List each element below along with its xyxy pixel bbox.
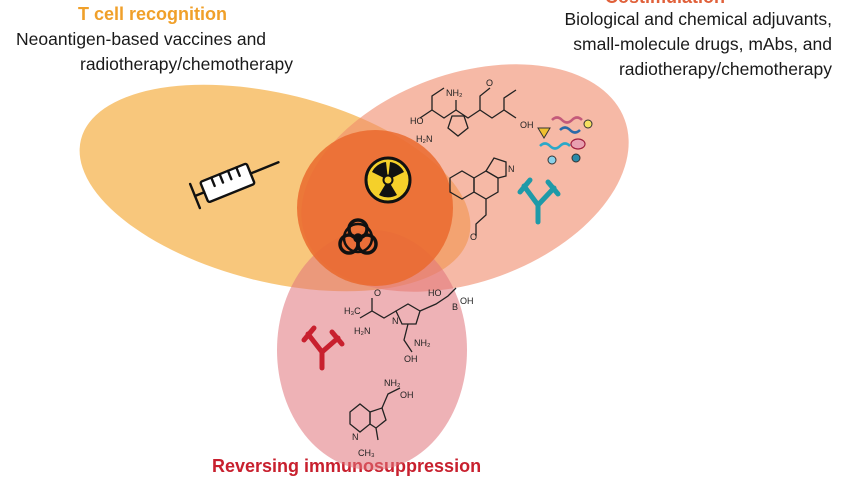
costimulation-title: Costimulation — [605, 0, 725, 8]
label-ho: HO — [410, 116, 424, 126]
label-ho-2: HO — [428, 288, 442, 298]
label-nh2-2: NH₂ — [414, 338, 431, 348]
biohazard-icon — [338, 218, 378, 255]
costim-molecule-2 — [449, 157, 507, 236]
immuno-molecule-2 — [349, 387, 401, 441]
radiation-icon — [364, 156, 412, 204]
center-overlap — [297, 130, 453, 286]
t-cell-recognition-title: T cell recognition — [78, 4, 228, 24]
label-oh-3: OH — [404, 354, 418, 364]
costim-molecule-1 — [419, 87, 517, 137]
reversing-immunosuppression-title: Reversing immunosuppression — [212, 456, 482, 476]
immunosuppression-ellipse — [277, 230, 467, 470]
label-n-1: N — [508, 164, 515, 174]
label-oh-2: OH — [460, 296, 474, 306]
label-nh2-3: NH₂ — [384, 378, 401, 388]
costimulation-line-2: small-molecule drugs, mAbs, and — [573, 34, 832, 54]
label-o-3: O — [374, 288, 381, 298]
label-h2n-2: H₂N — [354, 326, 371, 336]
label-n-2: N — [392, 316, 399, 326]
antibody-icon — [517, 177, 561, 225]
label-nh2-1: NH₂ — [446, 88, 463, 98]
immuno-molecule-1 — [359, 287, 457, 353]
label-h2n-1: H₂N — [416, 134, 433, 144]
costimulation-line-1: Biological and chemical adjuvants, — [564, 9, 832, 29]
t-cell-recognition-line-1: Neoantigen-based vaccines and — [16, 29, 267, 49]
label-oh: OH — [520, 120, 534, 130]
adjuvant-shapes — [537, 116, 593, 165]
label-o-1: O — [486, 78, 493, 88]
antibody-icon-red — [301, 325, 345, 371]
label-oh-4: OH — [400, 390, 414, 400]
syringe-icon — [188, 161, 280, 210]
label-n-3: N — [352, 432, 359, 442]
label-o-2: O — [470, 232, 477, 242]
t-cell-recognition-line-2: radiotherapy/chemotherapy — [80, 54, 294, 74]
label-h3c: H₃C — [344, 306, 361, 316]
costimulation-line-3: radiotherapy/chemotherapy — [618, 59, 832, 79]
label-ch3: CH₃ — [358, 448, 375, 458]
label-b: B — [452, 302, 458, 312]
